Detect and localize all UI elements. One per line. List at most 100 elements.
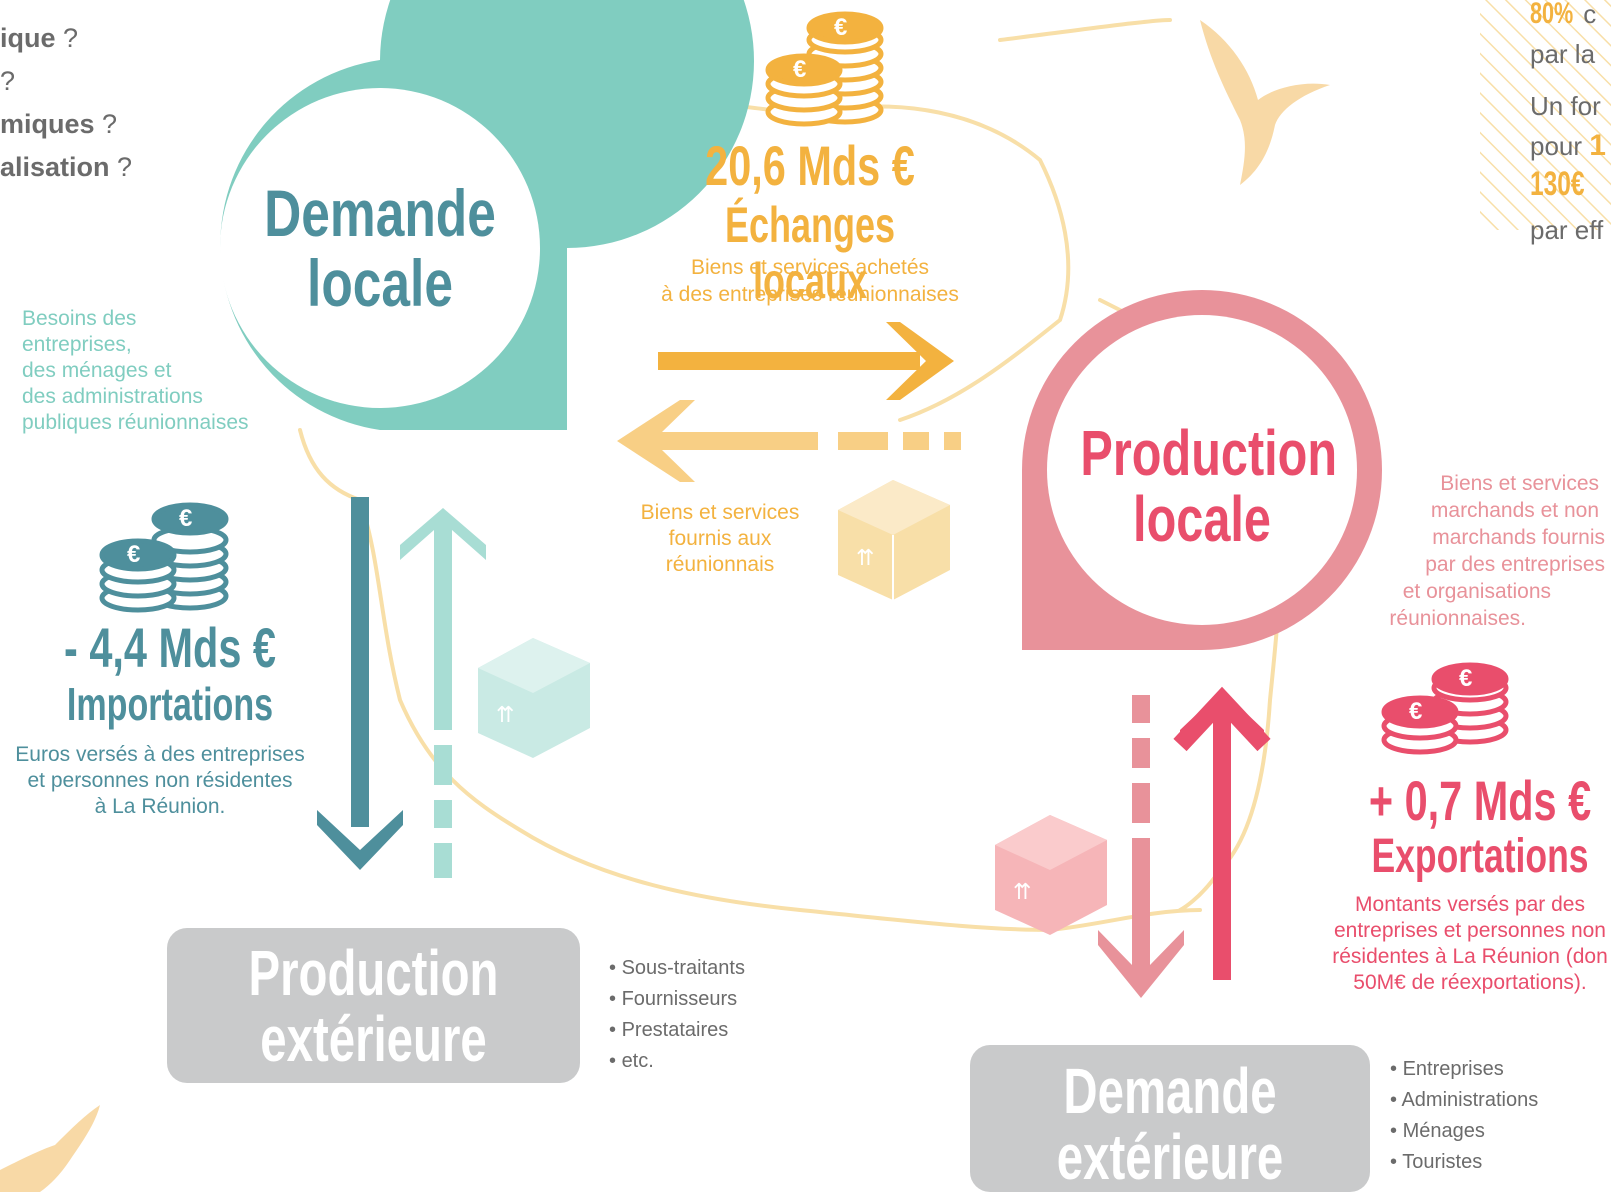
coins-icon	[1381, 662, 1509, 755]
demande-exterieure-line1: Demande	[1063, 1055, 1277, 1127]
top-right-line3-num: 1	[1589, 129, 1606, 162]
question-rest: ?	[94, 109, 118, 139]
euro-icon: €	[834, 14, 848, 41]
list-item: Sous-traitants	[609, 953, 745, 984]
list-item: Touristes	[1390, 1147, 1538, 1178]
demande-exterieure-list: Entreprises Administrations Ménages Tour…	[1390, 1054, 1538, 1178]
desc-line: marchands fournis	[1432, 526, 1605, 549]
top-right-pct-line: 80% c	[1530, 0, 1606, 34]
demande-locale-title: Demande locale	[230, 178, 530, 318]
desc-line: à des entreprises réunionnaises	[661, 283, 959, 306]
desc-line: des ménages et	[22, 359, 172, 382]
question-line: ique ?	[0, 17, 132, 60]
island-outline-north	[998, 18, 1172, 42]
list-item: Fournisseurs	[609, 984, 745, 1015]
top-right-line3: pour 1	[1530, 126, 1606, 166]
question-bold: ique	[0, 23, 56, 53]
desc-line: résidentes à La Réunion (don	[1332, 945, 1608, 968]
box-icon: ⇈	[478, 638, 590, 758]
desc-line: Euros versés à des entreprises	[15, 743, 305, 766]
left-questions: ique ? ? miques ? alisation ?	[0, 17, 132, 189]
production-exterieure-line1: Production	[248, 937, 499, 1009]
production-locale-line1: Production	[1080, 417, 1338, 489]
production-exterieure-box	[167, 928, 580, 1083]
exportations-desc: Montants versés par des entreprises et p…	[1310, 892, 1611, 996]
box-icon: ⇈	[995, 815, 1107, 935]
bird-icon	[0, 1105, 100, 1192]
coins-icon	[765, 11, 884, 127]
desc-line: Biens et services	[640, 501, 800, 524]
importations-block: - 4,4 Mds € Importations	[10, 616, 330, 731]
echanges-block: 20,6 Mds € Échanges locaux	[630, 134, 990, 310]
top-right-line3-pre: pour	[1530, 131, 1590, 161]
arrow-importations-down	[317, 497, 403, 870]
desc-line: par des entreprises	[1425, 553, 1605, 576]
bird-icon	[1200, 20, 1330, 185]
echanges-desc: Biens et services achetés à des entrepri…	[610, 254, 1010, 308]
desc-line: entreprises et personnes non	[1333, 919, 1606, 942]
demande-exterieure-box	[970, 1045, 1370, 1192]
demande-locale-line1: Demande	[264, 176, 496, 250]
svg-text:⇈: ⇈	[496, 702, 514, 727]
demande-locale-bubble	[220, 0, 754, 430]
arrow-exportations-head	[1173, 686, 1271, 752]
importations-title: Importations	[66, 678, 274, 730]
desc-line: Biens et services achetés	[690, 256, 930, 279]
question-line: ?	[0, 60, 132, 103]
desc-line: Besoins des	[22, 307, 137, 330]
list-item: Administrations	[1390, 1085, 1538, 1116]
list-item: etc.	[609, 1046, 745, 1077]
demande-locale-desc: Besoins des entreprises, des ménages et …	[22, 306, 249, 436]
desc-line: Biens et services	[1440, 472, 1599, 495]
svg-text:⇈: ⇈	[856, 545, 874, 570]
list-item: Entreprises	[1390, 1054, 1538, 1085]
desc-line: entreprises,	[22, 333, 132, 356]
desc-line: Montants versés par des	[1355, 893, 1585, 916]
euro-icon: €	[1409, 698, 1423, 725]
desc-line: réunionnais	[665, 553, 775, 576]
svg-text:⇈: ⇈	[1013, 879, 1031, 904]
desc-line: et personnes non résidentes	[27, 769, 293, 792]
exportations-title: Exportations	[1371, 830, 1589, 883]
coins-icon	[99, 502, 229, 613]
question-rest: ?	[0, 66, 16, 96]
list-item: Prestataires	[609, 1015, 745, 1046]
demande-locale-line2: locale	[307, 246, 453, 320]
desc-line: des administrations	[22, 385, 203, 408]
arrow-biens-up	[400, 508, 486, 878]
question-line: miques ?	[0, 103, 132, 146]
hatched-panel	[1480, 0, 1611, 230]
question-rest: ?	[109, 152, 133, 182]
list-item: Ménages	[1390, 1116, 1538, 1147]
top-right-pct: 80%	[1530, 0, 1574, 30]
desc-line: réunionnaises.	[1389, 607, 1526, 630]
importations-amount: - 4,4 Mds €	[64, 616, 276, 679]
production-locale-title: Production locale	[1042, 420, 1362, 552]
box-icon: ⇈	[838, 480, 950, 600]
production-locale-desc: Biens et services marchands et non march…	[1360, 470, 1611, 632]
desc-line: et organisations	[1402, 580, 1551, 603]
production-exterieure-list: Sous-traitants Fournisseurs Prestataires…	[609, 953, 745, 1077]
echanges-amount: 20,6 Mds €	[705, 134, 915, 197]
top-right-line4: 130€	[1530, 165, 1585, 203]
exportations-block: + 0,7 Mds € Exportations	[1320, 772, 1611, 884]
importations-desc: Euros versés à des entreprises et person…	[0, 742, 320, 820]
exportations-amount: + 0,7 Mds €	[1368, 769, 1592, 832]
euro-icon: €	[179, 505, 193, 532]
question-rest: ?	[55, 23, 79, 53]
production-exterieure-line2: extérieure	[260, 1003, 487, 1075]
desc-line: fournis aux	[668, 527, 772, 550]
demande-exterieure-title: Demande extérieure	[970, 1058, 1370, 1190]
top-right-text: 80% c par la Un for pour 1 130€ par eff	[1530, 0, 1606, 250]
desc-line: 50M€ de réexportations).	[1353, 971, 1587, 994]
euro-icon: €	[1459, 665, 1473, 692]
echanges-title: Échanges locaux	[724, 197, 896, 309]
production-locale-line2: locale	[1133, 483, 1271, 555]
production-locale-bubble	[1022, 290, 1382, 650]
question-bold: alisation	[0, 152, 110, 182]
demande-exterieure-line2: extérieure	[1056, 1121, 1284, 1193]
euro-icon: €	[127, 541, 141, 568]
arrow-echanges-right	[658, 322, 954, 400]
top-right-pct-after: c	[1576, 0, 1597, 29]
